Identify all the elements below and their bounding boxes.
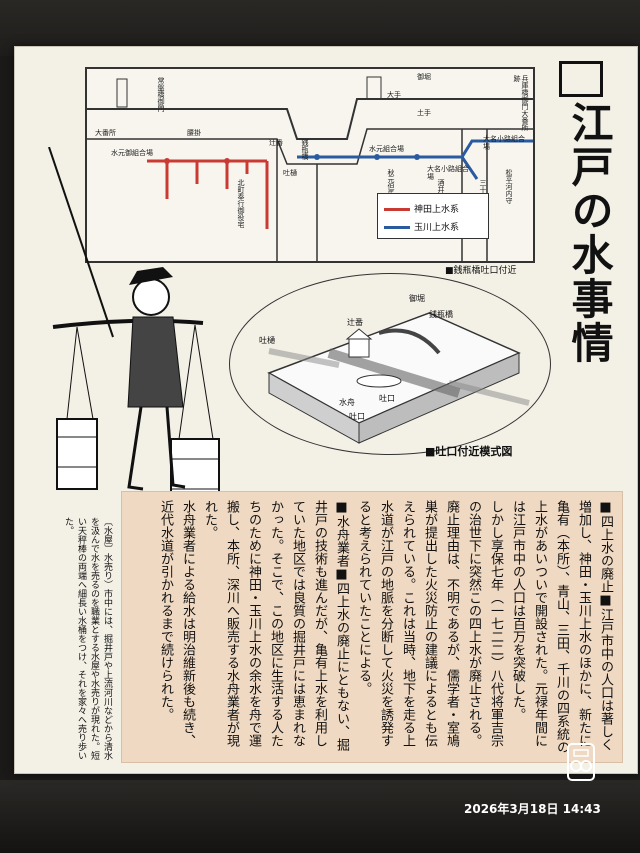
model-drawing <box>267 312 530 444</box>
map-label-koshikake: 腰掛 <box>187 129 201 137</box>
map-label-gohori: 御堀 <box>417 73 431 81</box>
water-seller-illustration <box>33 146 233 567</box>
main-text: ■四上水の廃止■江戸市中の人口は著しく増加し、神田・玉川上水のほかに、新たに亀有… <box>154 500 616 756</box>
wall-bottom <box>0 780 640 853</box>
map-label-daimyo2: 大名小路組合場 <box>427 165 469 181</box>
map-label-toi: 吐樋 <box>283 169 297 177</box>
map-legend: 神田上水系 玉川上水系 <box>377 193 489 239</box>
camera-icon <box>567 743 595 781</box>
main-text-box: ■四上水の廃止■江戸市中の人口は著しく増加し、神田・玉川上水のほかに、新たに亀有… <box>121 491 623 763</box>
model-label-tsujiban: 辻番 <box>347 318 363 327</box>
model-label-zenigame: 銭瓶橋 <box>429 310 453 319</box>
map-label-matsudaira: 松平河内守 <box>505 169 513 204</box>
map-caption: ■銭瓶橋吐口付近 <box>445 266 517 276</box>
map-label-suimon: 水元御組合場 <box>111 149 153 157</box>
title-square-icon <box>559 61 603 97</box>
map-label-otemon: 大手 <box>387 91 401 99</box>
model-label-suibune: 水舟 <box>339 398 355 407</box>
model-caption: ■吐口付近模式図 <box>425 445 513 458</box>
water-seller-drawing <box>48 146 220 514</box>
paragraph-2: しかし享保七年（一七二二）八代将軍吉宗の治世下に突然この四上水が廃止される。廃止… <box>356 500 503 747</box>
model-label-toi: 吐樋 <box>259 336 275 345</box>
map-drawing <box>87 76 533 261</box>
map-label-hyogu: 兵庫橋御門大番所跡 <box>513 75 529 131</box>
model-oval <box>229 273 551 455</box>
map-label-oban: 大番所 <box>95 129 116 137</box>
paragraph-1: ■四上水の廃止■江戸市中の人口は著しく増加し、神田・玉川上水のほかに、新たに亀有… <box>510 500 613 754</box>
map-label-akimoto: 秋元但馬守 <box>387 169 395 204</box>
outlet-model: 御堀 銭瓶橋 辻番 吐樋 吐口 吐口 水舟 <box>229 273 551 463</box>
exhibit-panel: 御堀 兵庫橋御門大番所跡 常盤橋御門 大番所 腰掛 水元御組合場 銭瓶橋 大手 … <box>14 46 638 774</box>
title-block: 江戸の水事情 <box>555 61 615 365</box>
legend-tamagawa: 玉川上水系 <box>384 220 459 233</box>
map-label-dohashi: 土手 <box>417 109 431 117</box>
map-label-suigen: 水元組合場 <box>369 145 404 153</box>
map-label-zenigame: 銭瓶橋 <box>301 139 309 160</box>
figure-caption: 〔水屋〕水売り）市中には、掘井戸や上流河川などから清水を汲んで水を売るのを職業と… <box>63 517 112 760</box>
page-title: 江戸の水事情 <box>565 101 614 365</box>
map-label-tsujiban: 辻番 <box>269 139 283 147</box>
model-label-toikou1: 吐口 <box>379 394 395 403</box>
photo-timestamp: 2026年3月18日 14:43 <box>464 802 601 816</box>
model-label-gohori: 御堀 <box>409 294 425 303</box>
map-label-tokiwabashi: 常盤橋御門 <box>157 77 165 112</box>
map-label-daimyo1: 大名小路組合場 <box>483 135 525 151</box>
legend-kanda: 神田上水系 <box>384 202 459 215</box>
paragraph-4: 水舟業者による給水は明治維新後も続き、近代水道が引かれるまで続けられた。 <box>158 500 195 747</box>
map-label-hokubu: 北町奉行御役宅 <box>237 179 245 228</box>
model-label-toikou2: 吐口 <box>349 412 365 421</box>
paragraph-3: ■水舟業者■四上水の廃止にともない、掘井戸の技術も進んだが、亀有上水を利用してい… <box>202 500 349 751</box>
water-system-map: 御堀 兵庫橋御門大番所跡 常盤橋御門 大番所 腰掛 水元御組合場 銭瓶橋 大手 … <box>85 67 535 263</box>
